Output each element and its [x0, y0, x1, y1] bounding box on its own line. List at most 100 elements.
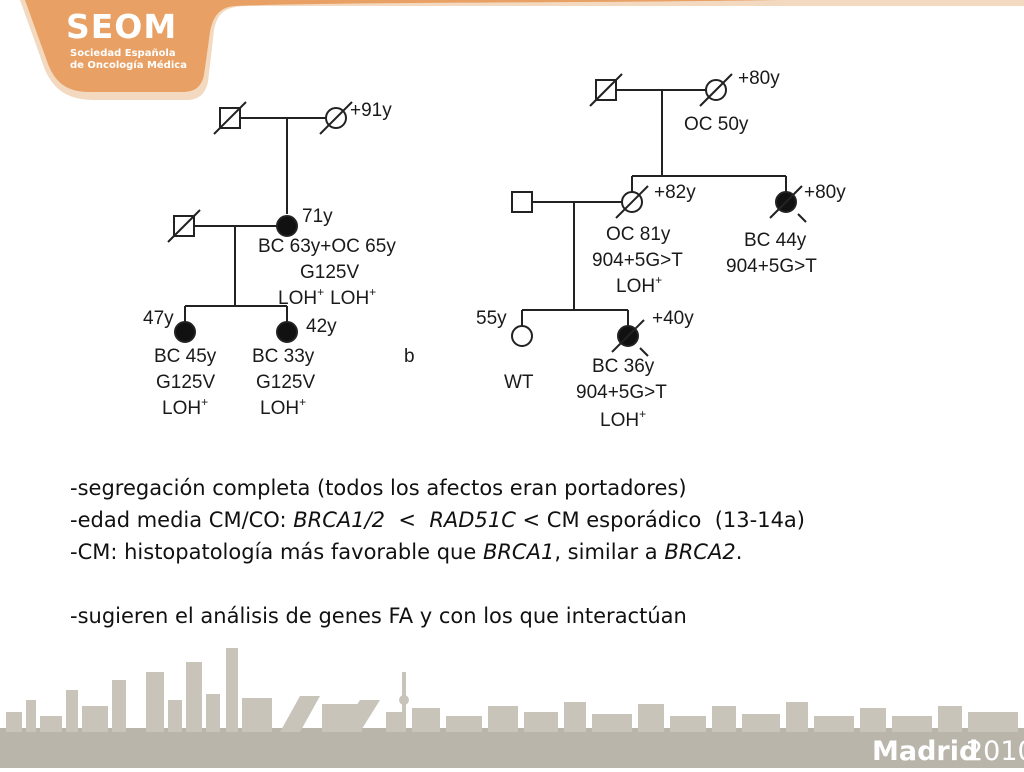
building: [340, 700, 380, 732]
building: [186, 662, 202, 732]
note-text: -edad media CM/CO:: [70, 508, 294, 532]
label-b-gd2-dx: BC 36y: [592, 356, 655, 377]
superscript-plus: +: [201, 395, 208, 409]
pedigree-b-granddaughter-1: [511, 325, 533, 347]
label-b-d1-loh: LOH+: [616, 273, 662, 297]
label-b-gd2-age: +40y: [652, 308, 694, 329]
logo-banner: [0, 0, 780, 92]
building: [386, 712, 406, 732]
building: [280, 696, 320, 732]
label-a-proband-age: 71y: [302, 206, 333, 227]
note-text: -CM: histopatología más favorable que: [70, 540, 483, 564]
pedigree-a-daughter-1: [174, 321, 196, 343]
label-a-d1-age: 47y: [143, 308, 174, 329]
note-text: , similar a: [554, 540, 665, 564]
building: [860, 708, 886, 732]
building: [206, 694, 220, 732]
note-line-2: -edad media CM/CO: BRCA1/2 < RAD51C < CM…: [70, 504, 970, 536]
deceased-slash: [611, 319, 645, 353]
gene-name: BRCA1: [482, 540, 555, 564]
deceased-slash: [213, 101, 247, 135]
pedigree-b-spouse: [511, 191, 533, 213]
label-a-d2-dx: BC 33y: [252, 346, 315, 367]
deceased-slash: [319, 101, 353, 135]
deceased-slash: [589, 73, 623, 107]
footer-year: 2010: [966, 736, 1024, 767]
note-line-1: -segregación completa (todos los afectos…: [70, 476, 687, 500]
building: [6, 712, 22, 732]
loh-text: LOH: [330, 288, 369, 309]
gene-name: RAD51C: [429, 508, 516, 532]
logo-subtitle-1: Sociedad Española: [70, 48, 176, 59]
gene-name: BRCA2: [664, 540, 736, 564]
building: [938, 706, 962, 732]
label-b-grandmother: +80y: [738, 68, 780, 89]
pedigree-a-proband: [276, 215, 298, 237]
panel-letter: b: [404, 346, 415, 367]
building: [226, 648, 238, 732]
label-b-d1-dx: OC 81y: [606, 224, 671, 245]
label-b-gd2-loh: LOH+: [600, 407, 646, 431]
building: [412, 708, 440, 732]
building: [712, 706, 736, 732]
label-b-d1-age: +82y: [654, 182, 696, 203]
label-a-d2-mutation: G125V: [256, 372, 315, 393]
footer-skyline: Madrid 2010: [0, 648, 1024, 768]
label-a-proband-mutation: G125V: [300, 262, 359, 283]
pedigree-a-labels: +91y 71y BC 63y+OC 65y G125V LOH+LOH+ 47…: [143, 100, 415, 419]
header-band: SEOM Sociedad Española de Oncología Médi…: [0, 0, 1024, 100]
building: [40, 716, 62, 732]
tv-tower-head: [399, 695, 409, 705]
logo-wordmark: SEOM: [66, 7, 177, 46]
label-a-d1-loh: LOH+: [162, 395, 208, 419]
label-b-gd2-mutation: 904+5G>T: [576, 382, 667, 403]
label-b-grandmother-dx: OC 50y: [684, 114, 749, 135]
building: [446, 716, 482, 732]
label-b-d2-age: +80y: [804, 182, 846, 203]
label-a-proband-loh: LOH+LOH+: [278, 285, 376, 309]
building: [146, 672, 164, 732]
building: [242, 698, 272, 732]
label-b-gd1-age: 55y: [476, 308, 507, 329]
label-b-d2-mutation: 904+5G>T: [726, 256, 817, 277]
building: [638, 704, 664, 732]
loh-text: LOH: [616, 276, 655, 297]
building: [742, 714, 780, 732]
label-a-grandmother: +91y: [350, 100, 392, 121]
footer-band: [0, 728, 1024, 768]
superscript-plus: +: [369, 285, 376, 299]
footer-city: Madrid: [872, 736, 978, 767]
building: [66, 690, 78, 732]
label-b-d2-dx: BC 44y: [744, 230, 807, 251]
note-line-3: -CM: histopatología más favorable que BR…: [70, 536, 970, 568]
superscript-plus: +: [299, 395, 306, 409]
label-a-d2-age: 42y: [306, 316, 337, 337]
mutation-tick: [639, 347, 649, 357]
building: [488, 706, 518, 732]
building: [592, 714, 632, 732]
pedigree-a: [167, 101, 353, 343]
label-a-d1-mutation: G125V: [156, 372, 215, 393]
building: [168, 700, 182, 732]
loh-text: LOH: [162, 398, 201, 419]
loh-text: LOH: [260, 398, 299, 419]
superscript-plus: +: [317, 285, 324, 299]
superscript-plus: +: [639, 407, 646, 421]
label-a-d2-loh: LOH+: [260, 395, 306, 419]
loh-text: LOH: [600, 410, 639, 431]
note-text: <: [385, 508, 430, 532]
pedigree-b: [511, 73, 807, 357]
deceased-slash: [769, 185, 803, 219]
note-line-4: -sugieren el análisis de genes FA y con …: [70, 604, 687, 628]
label-a-d1-dx: BC 45y: [154, 346, 217, 367]
note-text: < CM esporádico (13-14a): [515, 508, 805, 532]
deceased-slash: [615, 185, 649, 219]
logo-subtitle-2: de Oncología Médica: [70, 59, 187, 71]
superscript-plus: +: [655, 273, 662, 287]
label-b-d1-mutation: 904+5G>T: [592, 250, 683, 271]
building: [670, 716, 706, 732]
pedigree-b-labels: +80y OC 50y +82y OC 81y 904+5G>T LOH+ +8…: [476, 68, 846, 431]
deceased-slash: [699, 73, 733, 107]
